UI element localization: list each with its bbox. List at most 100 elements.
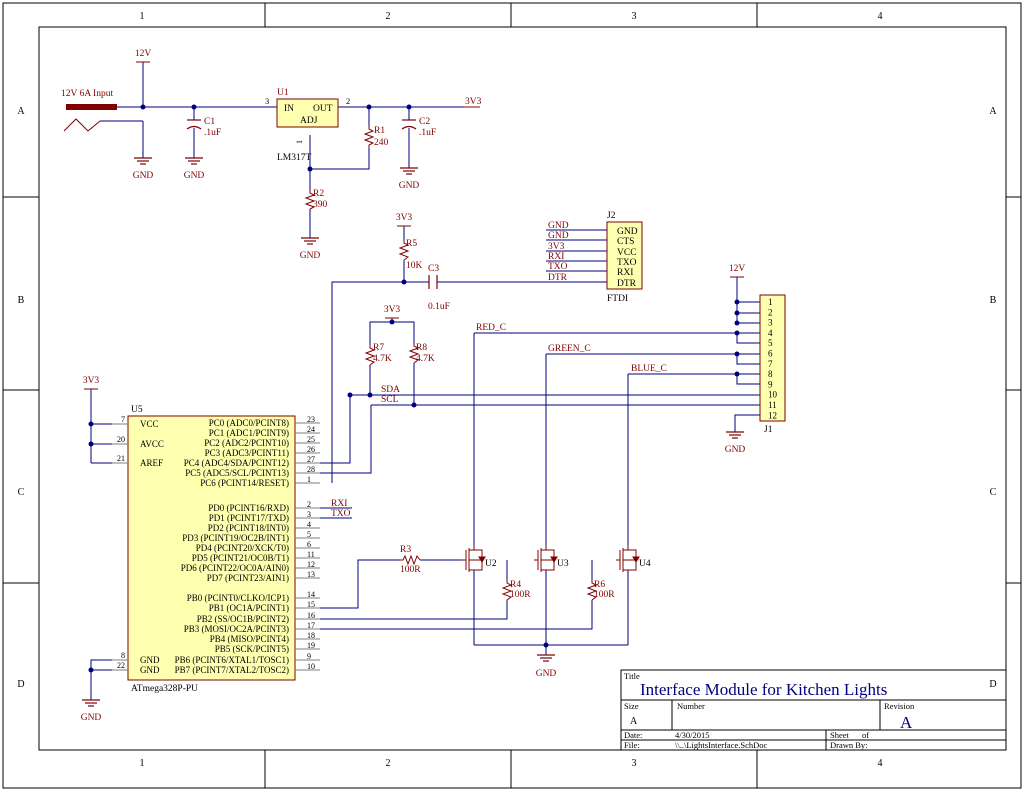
u1-pin-adj: ADJ — [300, 116, 318, 126]
mosfet-designator: U4 — [639, 559, 651, 569]
zone-col-3-top: 3 — [632, 11, 637, 22]
u5-right-pin-name: PD5 (PCINT21/OC0B/T1) — [192, 553, 289, 563]
u5-right-pin-num: 3 — [307, 510, 311, 519]
size-label: Size — [624, 701, 639, 711]
u1-pin-num-out: 2 — [346, 96, 350, 106]
j1-pin-number: 7 — [768, 359, 773, 369]
j2-pin-label: TXO — [617, 258, 637, 268]
j1-pin-number: 5 — [768, 338, 773, 348]
mosfet-designator: U3 — [557, 559, 569, 569]
zone-row-a-right: A — [989, 106, 997, 117]
j2-part: FTDI — [607, 294, 628, 304]
u5-left-pin-name: AVCC — [140, 439, 164, 449]
j2-pin-label: CTS — [617, 237, 634, 247]
u5-right-pin-name: PD6 (PCINT22/OC0A/AIN0) — [181, 563, 289, 573]
u5-designator: U5 — [131, 405, 143, 415]
u5-left-pin-name: GND — [140, 665, 160, 675]
c2-ref: C2 — [419, 117, 430, 127]
u5-right-pin-name: PC0 (ADC0/PCINT8) — [209, 418, 289, 428]
j1-pin-number: 11 — [768, 400, 777, 410]
u5-right-pin-name: PD2 (PCINT18/INT0) — [208, 523, 289, 533]
u5-right-pin-num: 26 — [307, 445, 315, 454]
u5-right-pin-name: PD3 (PCINT19/OC2B/INT1) — [182, 533, 289, 543]
number-label: Number — [677, 701, 705, 711]
net-sda: SDA — [381, 385, 400, 395]
u5-right-pin-num: 19 — [307, 641, 315, 650]
v3v3-r7r8-port-label: 3V3 — [384, 305, 401, 315]
mosfet-u2 — [462, 545, 486, 572]
r5-value: 10K — [406, 261, 423, 271]
c1-ref: C1 — [204, 117, 215, 127]
r3-ref: R3 — [400, 545, 411, 555]
zone-row-c-right: C — [990, 487, 997, 498]
u5-right-pin-num: 14 — [307, 590, 315, 599]
j1-pin-number: 6 — [768, 349, 773, 359]
u5-right-pin-num: 10 — [307, 662, 315, 671]
u5-left-pin-name: AREF — [140, 458, 163, 468]
r2-ref: R2 — [313, 189, 324, 199]
zone-col-4-bottom: 4 — [878, 758, 883, 769]
u1-pin-num-in: 3 — [265, 96, 269, 106]
j1-pin-number: 3 — [768, 318, 773, 328]
zone-col-1-top: 1 — [140, 11, 145, 22]
net-red-c: RED_C — [476, 323, 506, 333]
j2-pin-label: DTR — [617, 279, 637, 289]
u5-right-pin-name: PC6 (PCINT14/RESET) — [200, 478, 289, 488]
u5-right-pin-name: PC3 (ADC3/PCINT11) — [205, 448, 289, 458]
net-scl: SCL — [381, 395, 399, 405]
u5-right-pin-num: 16 — [307, 611, 315, 620]
u5-right-pin-num: 13 — [307, 570, 315, 579]
r3-value: 100R — [400, 565, 421, 575]
gnd-label-c2: GND — [399, 181, 420, 191]
r5-body — [398, 240, 410, 261]
u1-pin-out: OUT — [313, 104, 333, 114]
u5-right-pin-name: PC4 (ADC4/SDA/PCINT12) — [184, 458, 289, 468]
u1-pin-in: IN — [284, 104, 294, 114]
u5-right-pin-num: 6 — [307, 540, 311, 549]
u5-right-pin-name: PD0 (PCINT16/RXD) — [208, 503, 289, 513]
u5-right-pin-name: PC1 (ADC1/PCINT9) — [209, 428, 289, 438]
j1-pin-number: 4 — [768, 328, 773, 338]
net-rxi: RXI — [331, 499, 347, 509]
zone-labels: 1 2 3 4 1 2 3 4 A B C D A B C D — [17, 11, 997, 769]
u1-pin-num-adj: 1 — [295, 140, 304, 144]
v3v3-r5-port-label: 3V3 — [396, 213, 413, 223]
mosfet-u4 — [616, 545, 640, 572]
r1-value: 240 — [374, 138, 389, 148]
u5-right-pin-name: PB2 (SS/OC1B/PCINT2) — [197, 614, 289, 624]
r6-ref: R6 — [594, 580, 605, 590]
j2-net-label: 3V3 — [548, 242, 565, 252]
dc-jack: 12V 6A Input — [61, 89, 117, 132]
u5-right-pin-name: PD4 (PCINT20/XCK/T0) — [196, 543, 289, 553]
u5-part: ATmega328P-PU — [131, 684, 198, 694]
zone-col-2-bottom: 2 — [386, 758, 391, 769]
v3v3-u1-port-label: 3V3 — [465, 97, 482, 107]
j2-net-label: RXI — [548, 252, 564, 262]
r8-value: 4.7K — [416, 354, 435, 364]
r7-body — [364, 345, 376, 366]
zone-row-a-left: A — [17, 106, 25, 117]
u5-right-pin-num: 27 — [307, 455, 315, 464]
gnd-label-r2: GND — [300, 251, 321, 261]
revision-label: Revision — [884, 701, 915, 711]
j2-net-label: GND — [548, 221, 569, 231]
u5-right-pin-name: PB7 (PCINT7/XTAL2/TOSC2) — [175, 665, 289, 675]
r1-body — [363, 126, 375, 148]
j2-designator: J2 — [607, 211, 616, 221]
date-label: Date: — [624, 730, 642, 740]
j2-pin-label: VCC — [617, 248, 637, 258]
u5-left-pin-num: 8 — [121, 651, 125, 660]
j2-net-label: TXO — [548, 262, 568, 272]
u5-right-pin-num: 28 — [307, 465, 315, 474]
u5-right-pin-num: 24 — [307, 425, 315, 434]
zone-col-3-bottom: 3 — [632, 758, 637, 769]
r4-ref: R4 — [510, 580, 521, 590]
r4-body — [501, 580, 513, 601]
r8-ref: R8 — [416, 343, 427, 353]
u5-right-pin-num: 9 — [307, 652, 311, 661]
c3-ref: C3 — [428, 264, 439, 274]
zone-col-2-top: 2 — [386, 11, 391, 22]
u5-right-pin-num: 18 — [307, 631, 315, 640]
u5-left-pin-num: 20 — [117, 435, 125, 444]
